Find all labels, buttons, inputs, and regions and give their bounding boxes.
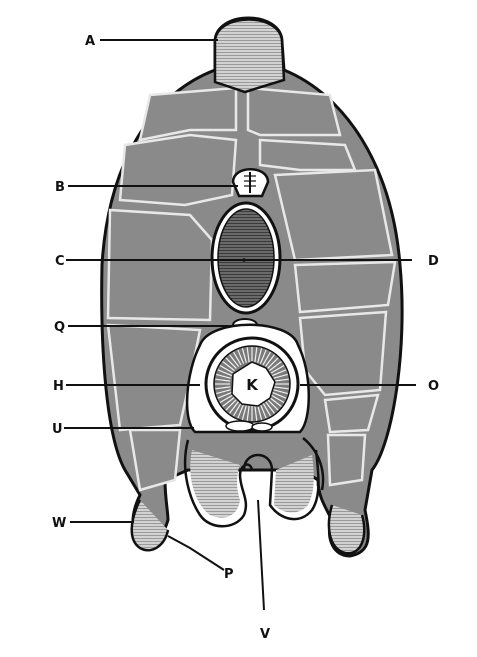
label-D: D [428, 254, 439, 269]
label-Q: Q [54, 320, 65, 335]
label-U: U [52, 422, 63, 437]
label-K: K [246, 376, 259, 394]
label-H: H [53, 379, 64, 394]
label-C: C [55, 254, 65, 269]
subintestinal-vessel-2 [252, 423, 272, 431]
dorsal-fin-ray [215, 20, 284, 93]
label-V: V [260, 627, 270, 642]
label-B: B [55, 180, 65, 195]
neural-tube [233, 169, 268, 196]
label-O: O [428, 379, 439, 394]
label-A: A [85, 34, 95, 49]
label-P: P [224, 567, 234, 582]
subintestinal-vessel [226, 421, 254, 431]
label-W: W [52, 516, 66, 531]
notochord [218, 209, 274, 307]
